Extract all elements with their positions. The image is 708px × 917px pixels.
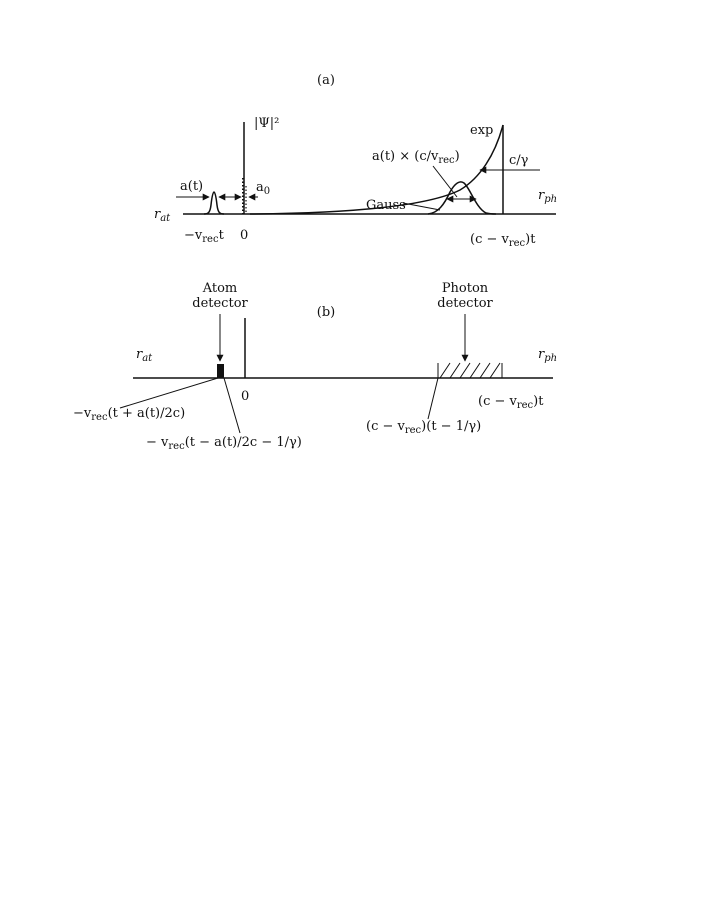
c-over-gamma-label: c/γ [509, 153, 529, 168]
a-t-label: a(t) [180, 179, 203, 194]
initial-packet: a0 [232, 178, 270, 214]
psi-label: |Ψ|² [254, 116, 279, 131]
zero-label-b: 0 [241, 389, 249, 404]
panel-b-label: (b) [317, 305, 335, 320]
a-t-width-marker: a(t) [176, 179, 236, 201]
minus-vrec-t-label: −vrect [184, 228, 225, 245]
width-label: a(t) × (c/vrec) [372, 149, 460, 166]
zero-label-a: 0 [240, 228, 248, 243]
panel-a-label: (a) [317, 73, 335, 88]
r-ph-label-b: rph [538, 347, 557, 364]
atom-detector-region [217, 364, 224, 378]
atom-right-edge-label: − vrec(t − a(t)/2c − 1/γ) [146, 435, 302, 452]
atom-left-edge-label: −vrec(t + a(t)/2c) [73, 406, 185, 423]
gauss-pointer [402, 202, 441, 211]
a0-label: a0 [256, 180, 270, 197]
gauss-label: Gauss [366, 198, 406, 213]
atom-gaussian [203, 191, 225, 215]
atom-left-pointer [119, 377, 219, 409]
panel-a: (a) |Ψ|² a(t) a0 rat rph −vrect 0 (c − v… [154, 73, 557, 249]
width-pointer [432, 165, 458, 198]
exp-label: exp [470, 123, 493, 138]
photon-detector-region [437, 362, 503, 379]
gauss-curve [427, 181, 497, 215]
photon-left-edge-label: (c − vrec)(t − 1/γ) [366, 419, 481, 436]
atom-right-pointer [223, 377, 241, 434]
r-ph-label-a: rph [538, 188, 557, 205]
r-at-label-a: rat [154, 207, 171, 224]
c-minus-vrec-t-label-a: (c − vrec)t [470, 232, 536, 249]
photon-right-edge-label: (c − vrec)t [478, 394, 544, 411]
photon-left-pointer [427, 377, 439, 420]
r-at-label-b: rat [136, 347, 153, 364]
